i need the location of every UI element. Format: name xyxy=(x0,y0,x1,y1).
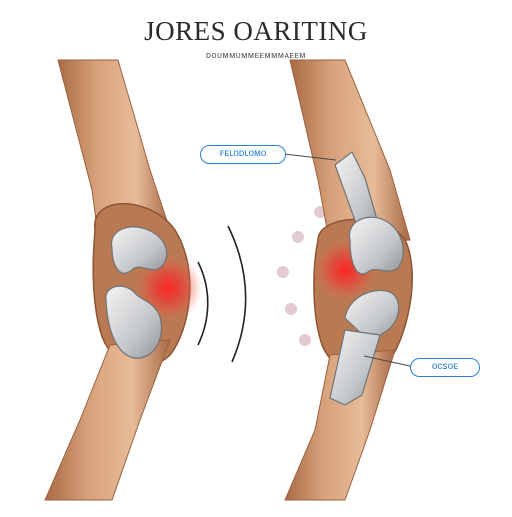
right-thigh xyxy=(289,59,411,246)
dot xyxy=(285,303,297,315)
page-title: JORES OARITING xyxy=(144,16,368,46)
callout-lines xyxy=(283,153,411,367)
dot xyxy=(277,266,289,278)
callout-label-upper: ꜰᴇʟᴏᴅʟᴏᴍᴏ xyxy=(200,145,286,164)
arc-outer xyxy=(227,225,247,363)
page-subtitle: ᴅᴏᴜᴍᴍᴜᴍᴍᴇᴇᴍᴍᴍᴀᴇᴇᴍ xyxy=(206,50,306,60)
left-leg xyxy=(44,59,202,501)
dot xyxy=(292,231,304,243)
motion-arcs xyxy=(197,225,247,363)
left-femur-condyle xyxy=(111,226,168,274)
right-leg xyxy=(284,59,413,501)
right-tibia-shaft xyxy=(329,329,381,406)
right-tibia-head xyxy=(344,289,400,343)
callout-line-1 xyxy=(283,153,337,161)
left-shin xyxy=(44,339,171,501)
dot xyxy=(299,334,311,346)
left-tibia-head xyxy=(105,285,162,359)
callout-line-2 xyxy=(363,355,411,367)
arc-inner xyxy=(197,261,209,346)
callout-label-lower: ᴏᴄꜱᴏᴇ xyxy=(410,358,480,377)
right-femur-condyle xyxy=(348,216,404,275)
right-shin xyxy=(284,349,396,501)
